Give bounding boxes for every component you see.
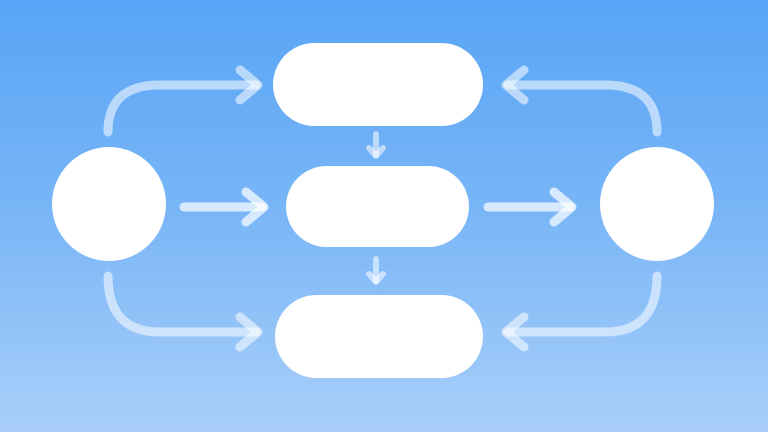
edge-left-to-top xyxy=(103,65,263,137)
bottom-pill-node xyxy=(275,295,483,378)
top-pill-node xyxy=(273,43,483,126)
edge-left-to-bottom xyxy=(103,271,263,352)
edge-right-to-top xyxy=(501,65,662,137)
edge-middle-to-bottom xyxy=(366,256,386,285)
edge-right-to-bottom xyxy=(501,271,662,352)
edge-left-to-middle xyxy=(179,187,269,227)
middle-pill-node xyxy=(286,166,469,247)
right-circle-node xyxy=(600,147,714,261)
left-circle-node xyxy=(52,147,166,261)
edge-top-to-middle xyxy=(366,131,386,159)
edge-middle-to-right xyxy=(483,187,577,227)
